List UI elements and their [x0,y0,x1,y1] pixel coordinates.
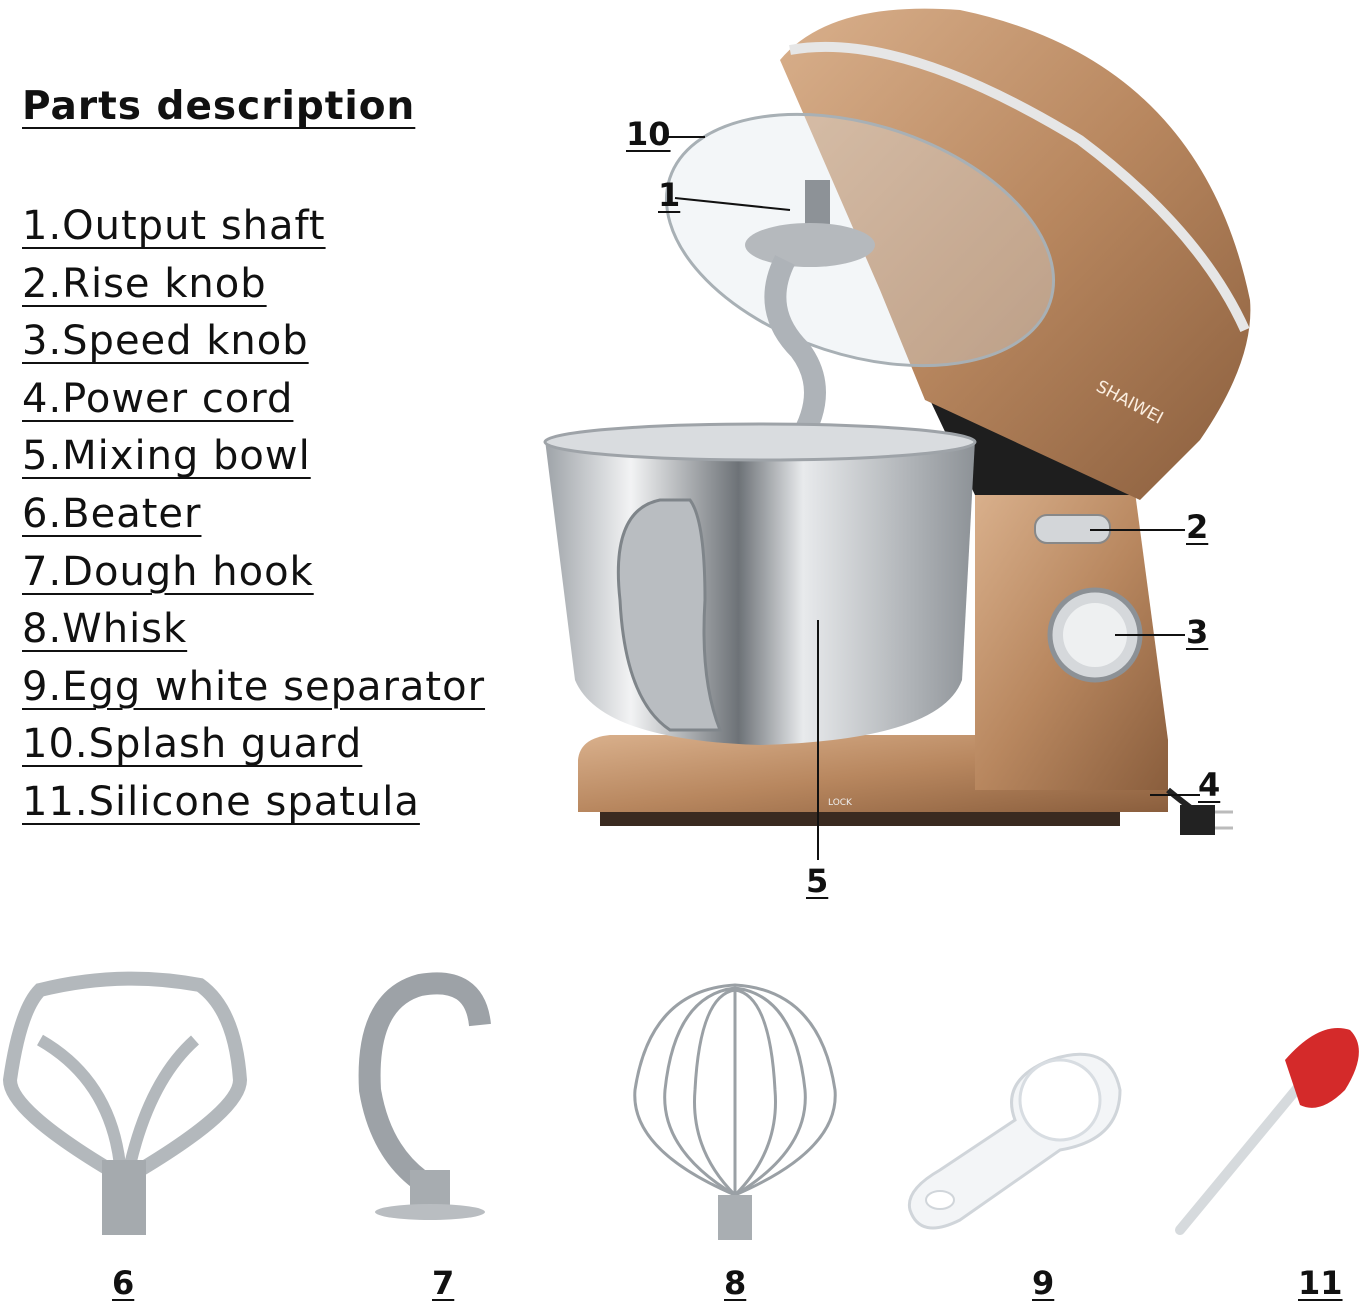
head-trim [789,41,1250,333]
part-item: 10.Splash guard [22,721,363,768]
callout-spatula: 11 [1298,1264,1343,1302]
bowl-rim [543,422,977,462]
beater-flange [745,223,875,267]
parts-list: 1.Output shaft 2.Rise knob 3.Speed knob … [22,198,485,832]
mixing-bowl [545,425,975,745]
callout-splash-guard: 10 [626,115,671,153]
dough-hook-attachment [358,972,491,1220]
bowl-handle [616,498,723,732]
part-item: 5.Mixing bowl [22,433,311,480]
mounted-beater [764,255,826,446]
beater-attachment [2,971,248,1235]
power-plug [1180,805,1215,835]
part-item: 6.Beater [22,490,202,537]
part-item: 9.Egg white separator [22,663,486,710]
part-item: 1.Output shaft [22,203,326,249]
base-feet [600,812,1120,826]
callout-separator: 9 [1032,1264,1055,1302]
callout-dough-hook: 7 [432,1264,455,1302]
callout-whisk: 8 [724,1264,747,1302]
leader-line [674,197,791,211]
page-title: Parts description [22,84,416,129]
callout-output-shaft: 1 [658,176,681,214]
speed-knob-cap [1063,603,1127,667]
callout-speed-knob: 3 [1186,613,1209,651]
callout-rise-knob: 2 [1186,508,1209,546]
part-item: 7.Dough hook [22,548,314,595]
part-item: 8.Whisk [22,606,188,653]
egg-separator-attachment [907,1052,1122,1230]
part-item: 3.Speed knob [22,318,309,365]
spatula-attachment [1175,1028,1359,1235]
part-item: 4.Power cord [22,375,294,422]
lock-label: LOCK [828,798,853,808]
callout-beater: 6 [112,1264,135,1302]
whisk-attachment [633,983,837,1240]
callout-mixing-bowl: 5 [806,862,829,900]
part-item: 2.Rise knob [22,260,267,307]
part-item: 11.Silicone spatula [22,778,420,825]
leader-lines [663,136,1200,860]
callout-power-cord: 4 [1198,766,1221,804]
